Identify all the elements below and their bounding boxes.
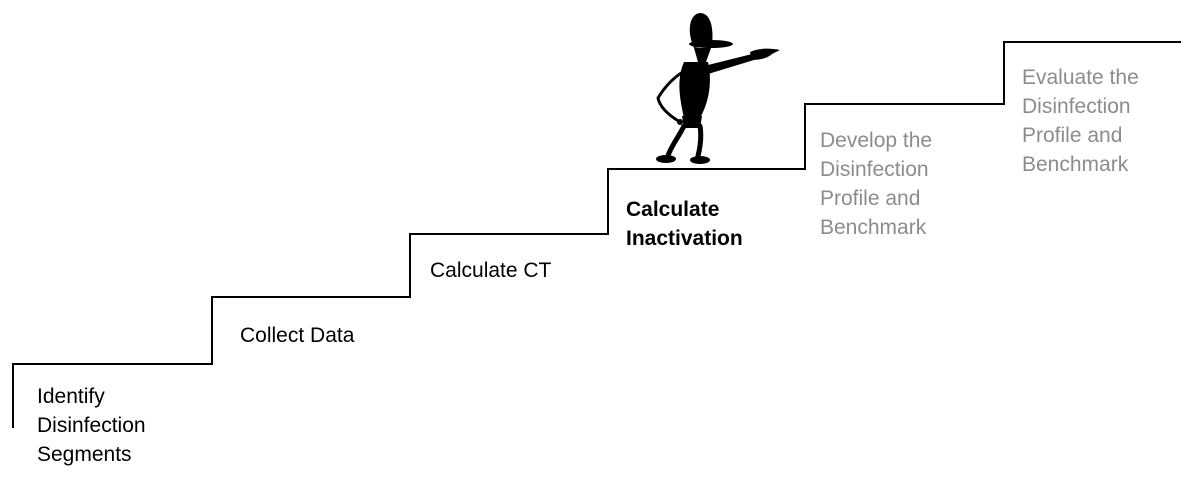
staircase-outline xyxy=(12,41,1181,428)
step-label-line: Disinfection xyxy=(820,158,929,181)
step-label-line: Evaluate the xyxy=(1022,66,1139,89)
step-label-line: Disinfection xyxy=(37,414,146,437)
step-label-line: Benchmark xyxy=(820,216,927,239)
step-label-line: Calculate xyxy=(626,198,720,221)
step-label-calculate-inactivation: Calculate Inactivation xyxy=(626,195,743,253)
step-label-develop-profile: Develop the Disinfection Profile and Ben… xyxy=(820,126,932,242)
step-label-line: Profile and xyxy=(820,187,921,210)
pointing-stick-figure-icon xyxy=(656,13,780,164)
step-label-line: Identify xyxy=(37,385,105,408)
step-label-line: Collect Data xyxy=(240,324,355,347)
step-label-line: Inactivation xyxy=(626,227,743,250)
step-label-calculate-ct: Calculate CT xyxy=(430,256,551,285)
step-label-line: Segments xyxy=(37,443,132,466)
step-label-line: Profile and xyxy=(1022,124,1123,147)
step-label-line: Develop the xyxy=(820,129,933,152)
step-label-collect-data: Collect Data xyxy=(240,321,354,350)
step-label-identify-segments: Identify Disinfection Segments xyxy=(37,382,146,469)
step-label-evaluate-profile: Evaluate the Disinfection Profile and Be… xyxy=(1022,63,1139,179)
step-label-line: Disinfection xyxy=(1022,95,1131,118)
step-label-line: Benchmark xyxy=(1022,153,1129,176)
step-label-line: Calculate CT xyxy=(430,259,552,282)
